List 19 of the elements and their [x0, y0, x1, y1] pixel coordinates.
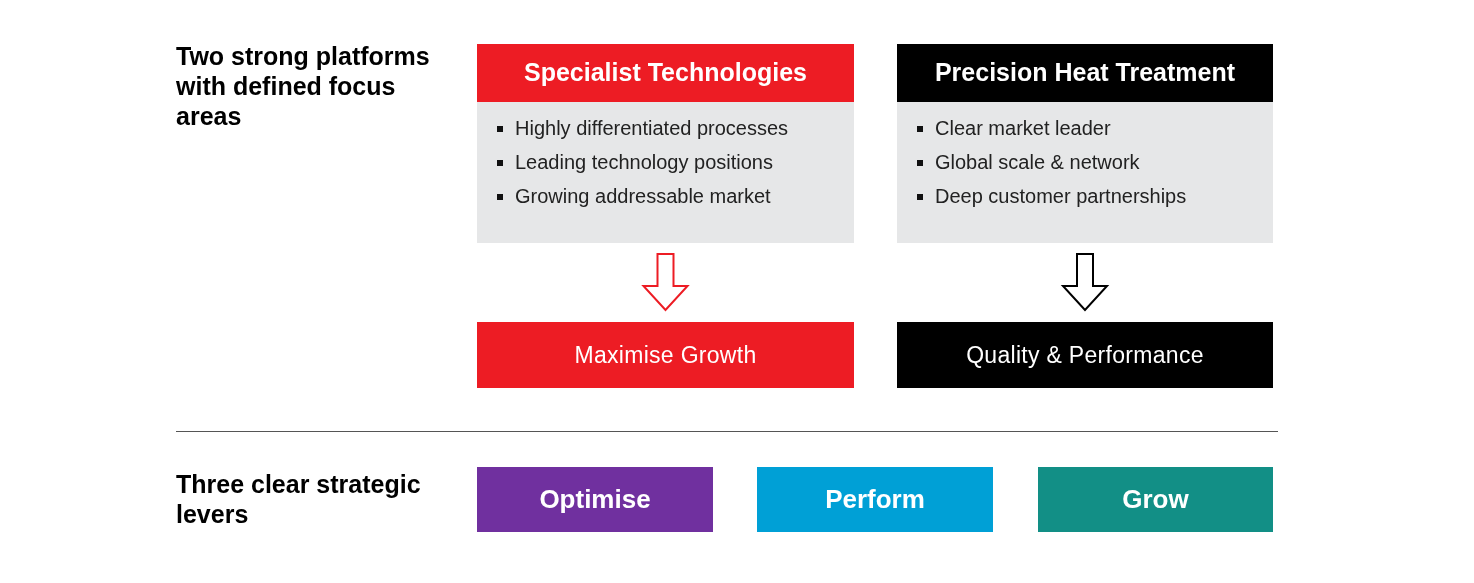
platform-card [477, 44, 854, 243]
bullet-text: Growing addressable market [515, 184, 771, 209]
focus-box: Quality & Performance [897, 322, 1273, 388]
bullet-text: Deep customer partnerships [935, 184, 1187, 209]
focus-box: Maximise Growth [477, 322, 854, 388]
hollow-arrow [1060, 253, 1110, 312]
section-heading: Three clear strategic levers [176, 469, 422, 529]
bullet-text: Highly differentiated processes [515, 116, 789, 141]
platform-header: Specialist Technologies [477, 44, 854, 102]
bullet-text: Global scale & network [935, 150, 1140, 175]
platform-card [897, 44, 1273, 243]
section-heading: Two strong platforms with defined focus areas [176, 41, 431, 131]
lever-box: Grow [1038, 467, 1273, 532]
platform-header: Precision Heat Treatment [897, 44, 1273, 102]
lever-box: Perform [757, 467, 993, 532]
bullet-text: Clear market leader [935, 116, 1111, 141]
bullet-text: Leading technology positions [515, 150, 773, 175]
hollow-arrow [641, 253, 690, 312]
lever-box: Optimise [477, 467, 713, 532]
